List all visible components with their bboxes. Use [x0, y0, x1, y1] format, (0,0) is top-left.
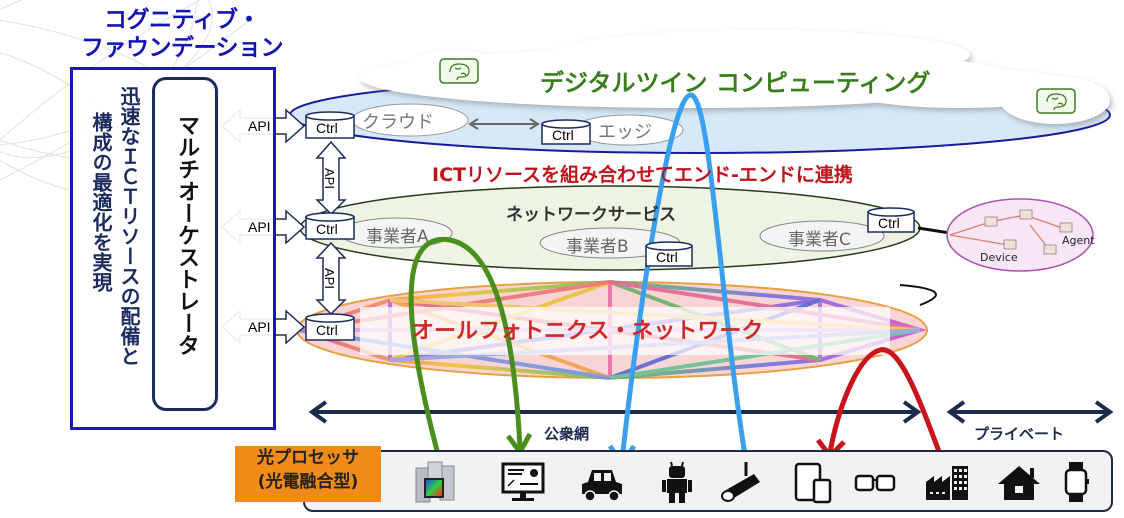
agent-label: Agent: [1062, 234, 1095, 247]
agent-bubble: [946, 198, 1094, 272]
ns-apn-link: [899, 284, 937, 306]
dtc-cloud: [360, 30, 1110, 124]
public-network-label: 公衆網: [544, 425, 590, 443]
ctrl-label-edge: Ctrl: [552, 127, 574, 143]
agent-link: [917, 226, 951, 235]
description-line-1: 迅速なＩＣＴリソースの配備と: [117, 86, 141, 366]
cloud-label: クラウド: [362, 112, 434, 133]
smart-glasses-icon[interactable]: [852, 460, 898, 504]
edge-label: エッジ: [598, 122, 652, 143]
multi-orchestrator-box[interactable]: [152, 77, 218, 411]
title-line-2: ファウンデーション: [80, 35, 284, 61]
robot-icon[interactable]: [654, 460, 700, 504]
operator-c-label: 事業者C: [788, 230, 851, 250]
ctrl-label-dtc: Ctrl: [316, 120, 338, 136]
api-label-bottom: API: [248, 319, 271, 335]
ctrl-cylinder-operator-c: [867, 207, 915, 233]
optical-processor-callout: 光プロセッサ (光電融合型): [235, 446, 381, 502]
api-label-vertical-1: API: [322, 168, 337, 189]
operator-b-label: 事業者B: [566, 237, 629, 257]
public-network-arrow: [308, 400, 922, 424]
blue-flow-arrow: [619, 92, 748, 461]
ctrl-cylinder-dtc: [305, 111, 355, 139]
operator-c-bubble: [759, 220, 885, 252]
api-label-vertical-2: API: [322, 268, 337, 289]
green-flow-arrow: [408, 237, 523, 463]
agent-network: [949, 209, 1073, 255]
ctrl-label-operator-b: Ctrl: [656, 249, 678, 265]
title-line-1: コグニティブ・: [103, 7, 261, 33]
ctrl-cylinder-edge: [541, 119, 591, 145]
api-label-top: API: [248, 118, 271, 134]
house-icon[interactable]: [996, 460, 1042, 504]
ctrl-label-apn: Ctrl: [316, 322, 338, 338]
apn-title: オールフォトニクス・ネットワーク: [412, 319, 764, 344]
ctrl-cylinder-apn: [305, 313, 355, 341]
private-network-arrow: [946, 400, 1114, 424]
server-chip-icon[interactable]: [412, 460, 458, 504]
optical-processor-line-1: 光プロセッサ: [257, 448, 359, 468]
smartwatch-icon[interactable]: [1054, 460, 1100, 504]
car-icon[interactable]: [578, 460, 624, 504]
digital-twin-title: デジタルツイン コンピューティング: [540, 69, 931, 97]
api-vertical-arrows: [315, 140, 347, 316]
ctrl-cylinder-operator-b: [645, 241, 693, 267]
api-label-middle: API: [248, 219, 271, 235]
optical-processor-line-2: (光電融合型): [257, 472, 359, 492]
brain-icon-right: [1036, 88, 1076, 114]
device-label: Device: [980, 251, 1018, 264]
network-service-title: ネットワークサービス: [506, 205, 676, 225]
monitor-dashboard-icon[interactable]: [500, 460, 546, 504]
red-flow-arrow: [827, 347, 948, 469]
ict-banner: ICTリソースを組み合わせてエンド-エンドに連携: [432, 164, 853, 186]
brain-icon-left: [439, 58, 479, 84]
ctrl-label-ns: Ctrl: [316, 221, 338, 237]
private-network-label: プライベート: [974, 425, 1065, 443]
multi-orchestrator-label: マルチオーケストレータ: [174, 114, 199, 356]
cloud-edge-arrow: [468, 118, 540, 130]
cognitive-foundation-title: コグニティブ・ ファウンデーション: [66, 6, 298, 62]
description-line-2: 構成の最適化を実現: [89, 112, 113, 292]
operator-a-label: 事業者A: [366, 227, 429, 247]
tablet-phone-icon[interactable]: [792, 460, 838, 504]
ctrl-label-operator-c: Ctrl: [878, 215, 900, 231]
security-camera-icon[interactable]: [716, 460, 762, 504]
factory-icon[interactable]: [924, 460, 970, 504]
apn-label-backdrop: [360, 307, 890, 355]
ctrl-cylinder-ns: [305, 212, 355, 240]
